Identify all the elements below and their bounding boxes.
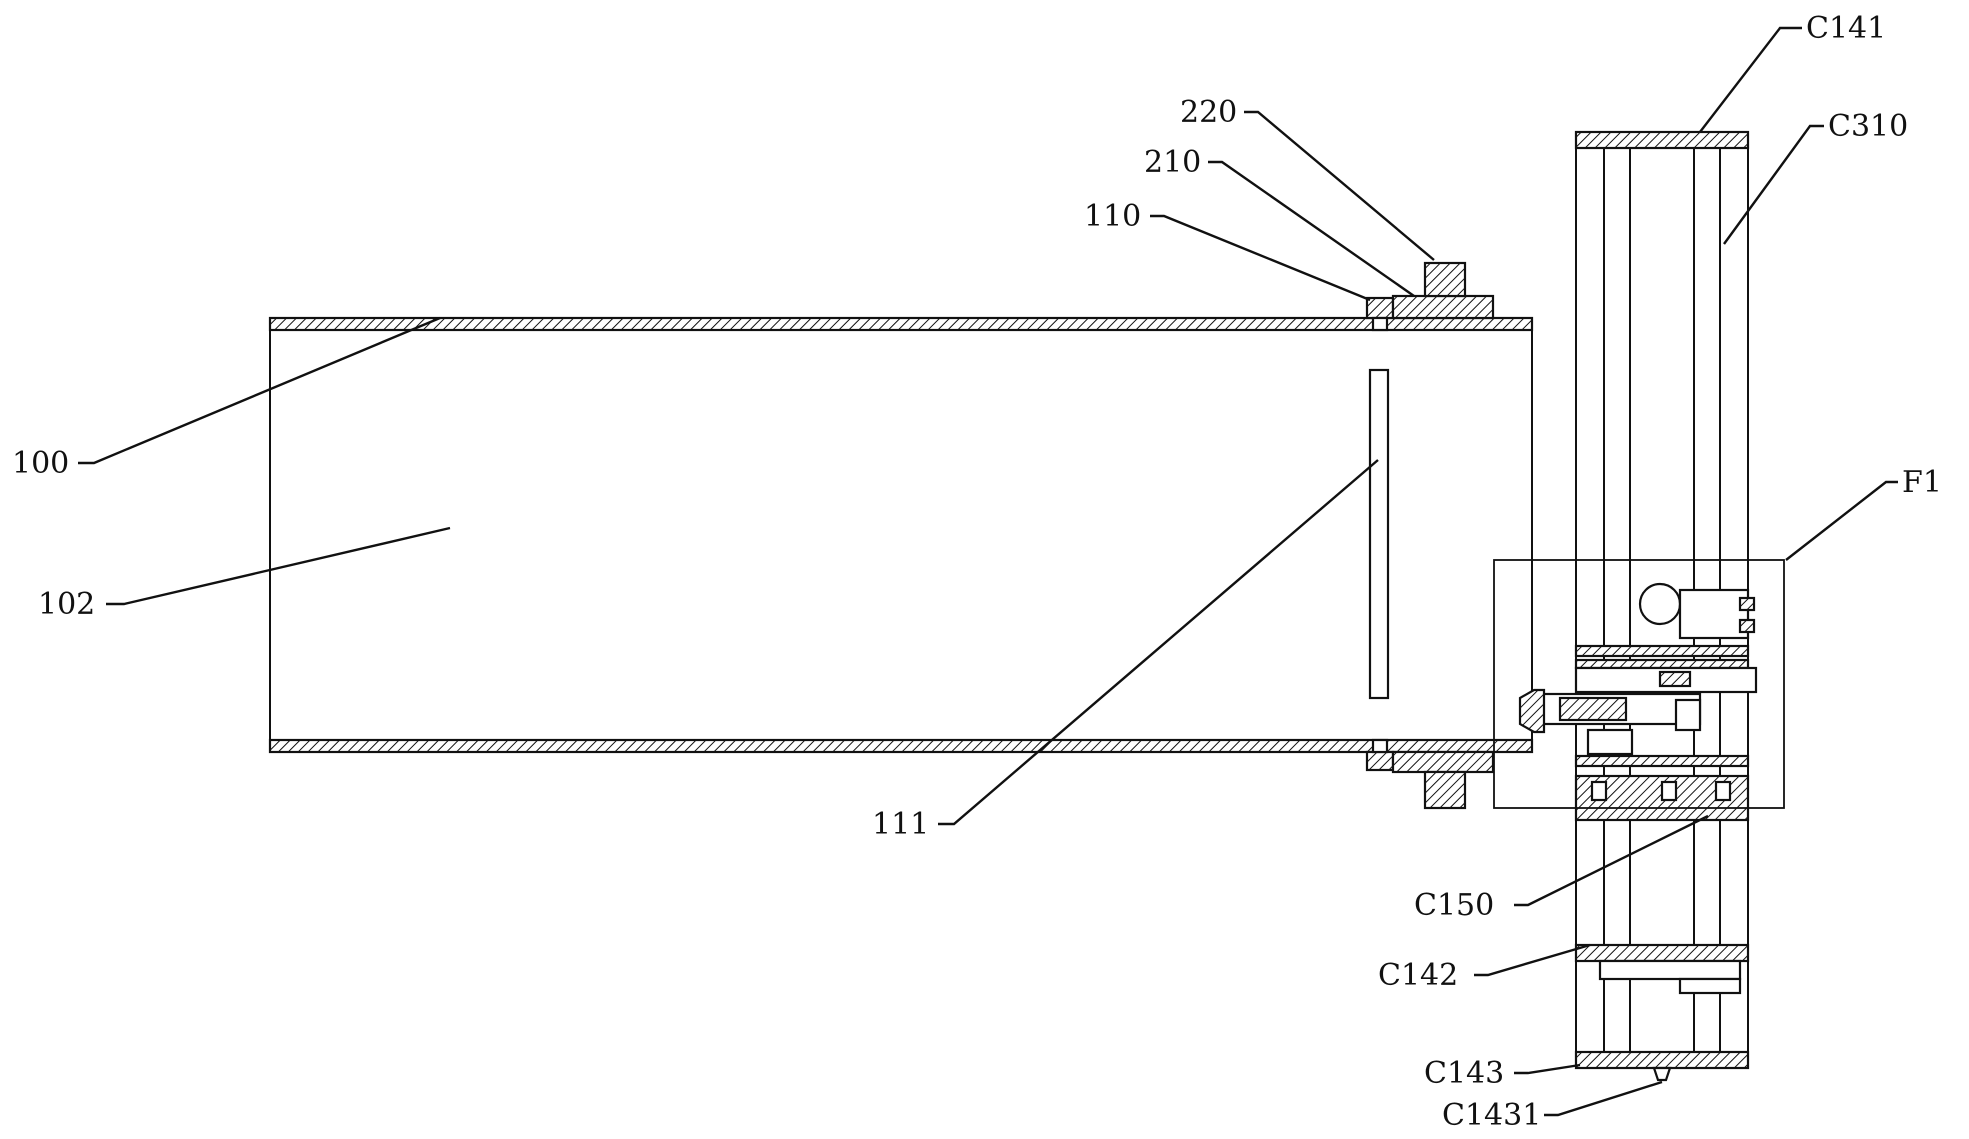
- detail-f1: [1518, 582, 1758, 768]
- fitting-110-bottom: [1365, 750, 1395, 772]
- plate-c141: [1574, 130, 1750, 150]
- nut-220-bottom: [1423, 770, 1467, 810]
- housing-cap-top: [1738, 596, 1756, 612]
- label-c150: C150: [1414, 888, 1494, 923]
- fitting-110-core-bottom: [1371, 738, 1389, 754]
- fitting-110-core: [1371, 316, 1389, 332]
- plate-c142: [1574, 943, 1750, 963]
- leader-c142: [1474, 943, 1591, 977]
- label-111: 111: [872, 807, 929, 842]
- label-c1431: C1431: [1442, 1098, 1541, 1133]
- housing-cap-bottom: [1738, 618, 1756, 634]
- leader-c310: [1723, 124, 1824, 245]
- main-tube: [268, 316, 1534, 754]
- leader-c141: [1699, 26, 1802, 133]
- stub-under-c142: [1678, 977, 1742, 995]
- c150-slot-3: [1714, 780, 1732, 802]
- tube-top-wall: [268, 316, 1534, 332]
- vertical-frame: [1574, 130, 1750, 1082]
- top-fitting: [1365, 261, 1495, 332]
- leader-102: [106, 526, 451, 606]
- label-220: 220: [1180, 95, 1237, 130]
- leader-lines: [78, 26, 1898, 1117]
- fitting-110-top: [1365, 296, 1395, 320]
- detail-box-f1: [1493, 559, 1785, 809]
- upper-crossbar: [1574, 644, 1750, 658]
- flange-210-bottom: [1391, 750, 1495, 774]
- nut-220-top: [1423, 261, 1467, 298]
- leader-111: [938, 459, 1379, 826]
- screw-nut: [1674, 698, 1702, 732]
- label-102: 102: [38, 587, 95, 622]
- flange-210-top: [1391, 294, 1495, 320]
- label-100: 100: [12, 446, 69, 481]
- ball-knob: [1638, 582, 1682, 626]
- label-c143: C143: [1424, 1056, 1504, 1091]
- leader-c150: [1514, 814, 1709, 907]
- tube-bottom-wall: [268, 738, 1534, 754]
- label-c141: C141: [1806, 11, 1886, 46]
- label-c142: C142: [1378, 958, 1458, 993]
- label-210: 210: [1144, 145, 1201, 180]
- leader-c143: [1514, 1063, 1581, 1075]
- leader-220: [1244, 110, 1435, 261]
- label-f1: F1: [1902, 465, 1942, 500]
- c150-slot-2: [1660, 780, 1678, 802]
- leader-c1431: [1544, 1080, 1663, 1117]
- bottom-fitting: [1365, 738, 1495, 810]
- c150-slot-1: [1590, 780, 1608, 802]
- label-c310: C310: [1828, 109, 1908, 144]
- screw-collar: [1558, 696, 1628, 722]
- reference-numerals: C141 C310 220 210 110 100 102 F1 111 C15…: [12, 11, 1942, 1133]
- inner-plate: [1368, 368, 1390, 700]
- lower-bracket: [1586, 728, 1634, 756]
- label-110: 110: [1084, 199, 1141, 234]
- leader-210: [1208, 160, 1415, 297]
- bracket-under-c142: [1598, 959, 1742, 981]
- leader-f1: [1785, 480, 1898, 561]
- screw-head: [1518, 688, 1546, 734]
- carriage-insert: [1658, 670, 1692, 688]
- leader-110: [1150, 214, 1371, 302]
- leader-100: [78, 316, 441, 465]
- tip-c1431: [1652, 1066, 1672, 1082]
- plate-c143: [1574, 1050, 1750, 1070]
- motor-housing: [1678, 588, 1750, 640]
- upper-crossbar-2: [1574, 658, 1750, 670]
- lower-crossbar: [1574, 754, 1750, 768]
